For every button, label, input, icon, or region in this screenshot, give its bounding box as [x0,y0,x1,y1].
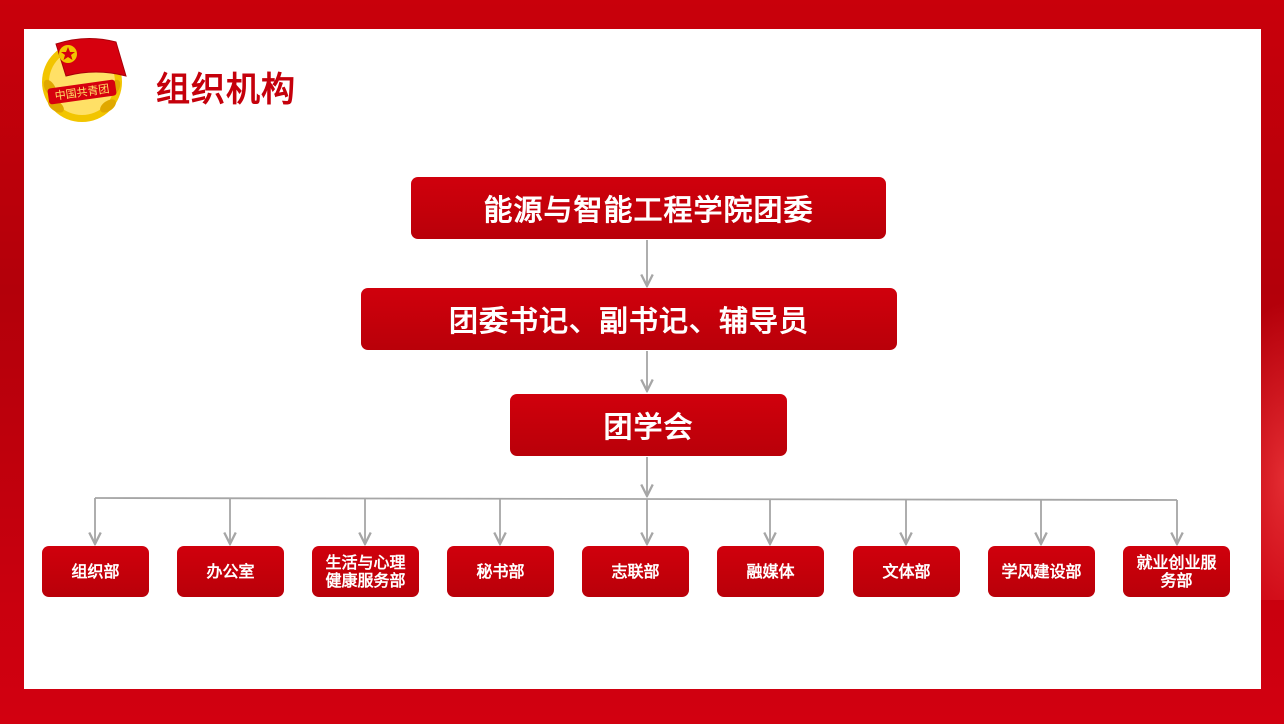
dept-node: 志联部 [582,546,689,597]
dept-node: 生活与心理健康服务部 [312,546,419,597]
youth-league-emblem-icon: 中国共青团 [42,38,127,122]
dept-node: 文体部 [853,546,960,597]
dept-node: 组织部 [42,546,149,597]
org-level3-node: 团学会 [510,394,787,456]
dept-node: 秘书部 [447,546,554,597]
page-title: 组织机构 [156,70,296,110]
dept-node: 学风建设部 [988,546,1095,597]
org-level2-node: 团委书记、副书记、辅导员 [361,288,897,350]
dept-node: 融媒体 [717,546,824,597]
dept-node: 就业创业服务部 [1123,546,1230,597]
org-root-node: 能源与智能工程学院团委 [411,177,886,239]
dept-node: 办公室 [177,546,284,597]
connector-bus [94,497,1178,501]
